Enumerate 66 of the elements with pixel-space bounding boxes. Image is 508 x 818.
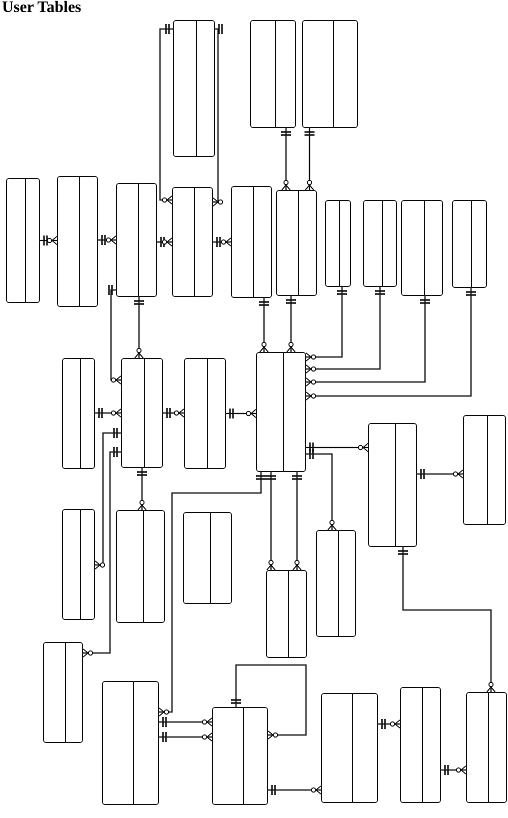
relationship-line [306,287,347,362]
relationship-line [157,237,172,247]
entity-table [62,509,95,620]
relationship-line [213,237,232,247]
relationship-line [417,469,464,479]
entity-table [452,200,487,288]
relationship-line [286,296,296,352]
entity-table [212,707,268,805]
relationship-line [306,288,476,401]
relationship-line [266,472,276,570]
relationship-line [159,24,173,205]
relationship-line [98,235,116,245]
relationship-line [108,285,122,385]
relationship-line [378,719,400,729]
entity-table [121,358,163,468]
entity-table [368,423,417,547]
entity-table [363,200,397,287]
relationship-line [281,128,291,190]
relationship-line [226,408,256,418]
relationship-line [306,442,368,452]
relationship-line [292,472,302,570]
relationship-line [134,297,144,358]
entity-table [6,178,40,303]
diagram-title: User Tables [2,0,82,16]
relationship-line [306,449,337,530]
entity-table [102,681,159,805]
entity-table [325,200,351,287]
entity-table [463,415,506,525]
relationship-line [159,732,212,742]
relationship-line [40,236,58,246]
relationship-line [158,472,266,717]
entity-table [256,352,306,472]
relationship-line [259,298,269,352]
entity-table [401,200,443,296]
relationship-line [306,287,385,374]
entity-table [276,190,317,296]
entity-table [302,20,358,128]
entity-table [173,20,215,157]
entity-table [62,358,95,469]
relationship-line [94,428,121,570]
entity-table [183,512,232,604]
relationship-line [95,408,122,418]
relationship-line [163,408,184,418]
entity-table [321,693,378,803]
relationship-line [441,765,466,775]
entity-table [116,510,165,623]
entity-table [400,687,441,803]
entity-table [57,176,98,307]
entity-table [184,358,226,469]
relationship-line [212,24,224,207]
relationship-line [268,785,322,795]
entity-table [250,20,296,128]
entity-table [172,187,213,297]
relationship-line [82,447,121,658]
entity-table [466,692,507,803]
entity-table [266,570,307,658]
relationship-line [398,547,496,692]
entity-table [43,642,83,743]
relationship-line [304,128,314,190]
relationship-line [159,717,212,727]
entity-table [231,186,272,298]
relationship-line [231,664,307,740]
entity-table [116,183,157,297]
relationship-line [137,468,147,510]
entity-table [316,530,356,637]
relationship-line [306,296,430,387]
